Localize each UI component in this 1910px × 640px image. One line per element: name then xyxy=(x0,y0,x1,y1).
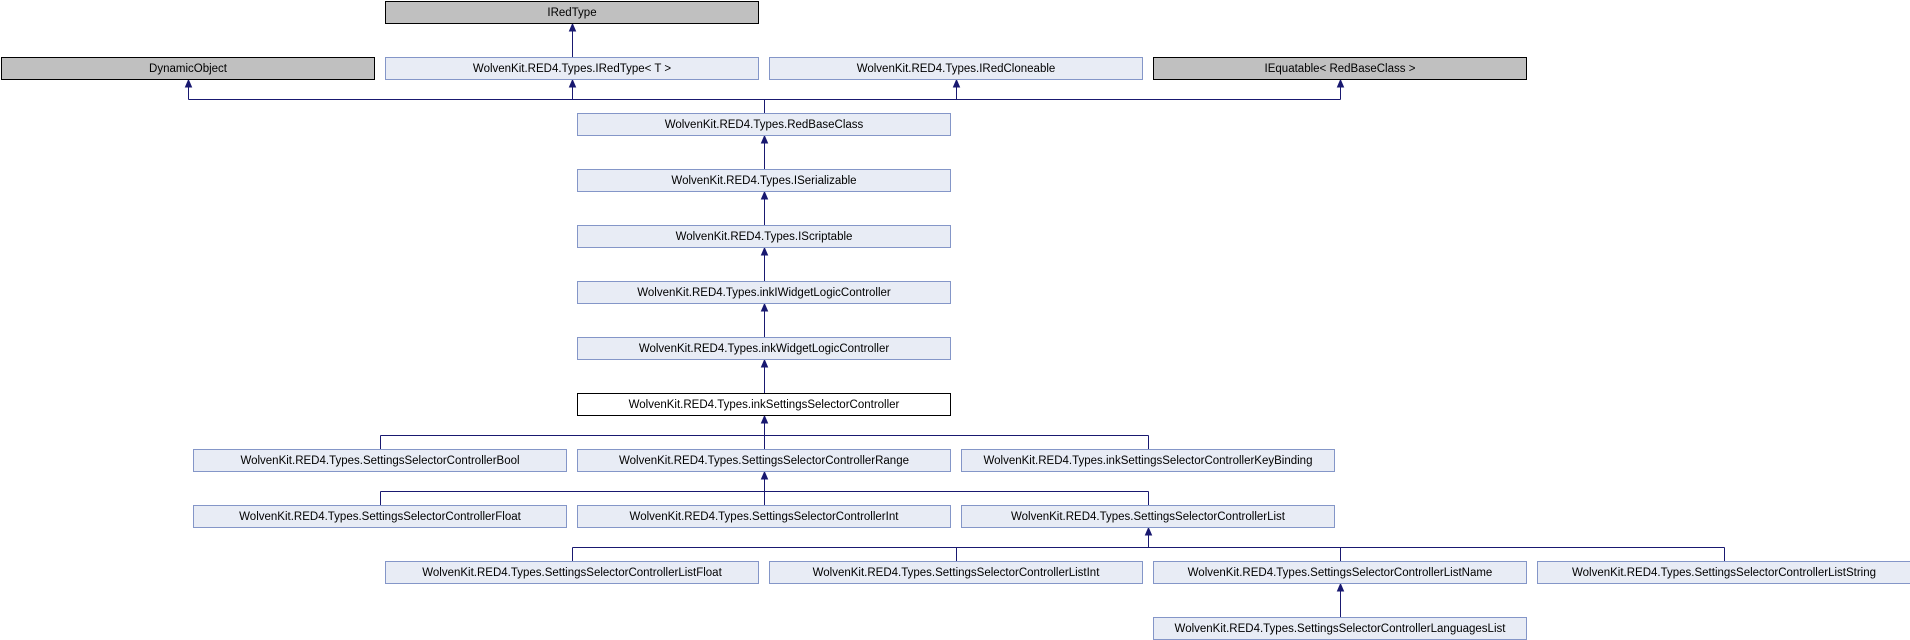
class-label: IRedType xyxy=(547,7,596,19)
class-node-ssc-range[interactable]: WolvenKit.RED4.Types.SettingsSelectorCon… xyxy=(577,449,951,472)
class-node-ssc-liststring[interactable]: WolvenKit.RED4.Types.SettingsSelectorCon… xyxy=(1537,561,1910,584)
class-node-dynamicobject: DynamicObject xyxy=(1,57,375,80)
class-label: WolvenKit.RED4.Types.inkSettingsSelector… xyxy=(629,399,900,411)
class-label: WolvenKit.RED4.Types.SettingsSelectorCon… xyxy=(240,455,519,467)
inheritance-arrowhead xyxy=(760,470,769,480)
class-node-ssc-languageslist[interactable]: WolvenKit.RED4.Types.SettingsSelectorCon… xyxy=(1153,617,1527,640)
class-node-ssc-listint[interactable]: WolvenKit.RED4.Types.SettingsSelectorCon… xyxy=(769,561,1143,584)
class-node-inksettingsselector: WolvenKit.RED4.Types.inkSettingsSelector… xyxy=(577,393,951,416)
class-box xyxy=(193,505,567,528)
class-label: WolvenKit.RED4.Types.SettingsSelectorCon… xyxy=(422,567,722,579)
class-box xyxy=(385,561,759,584)
class-box xyxy=(577,393,951,416)
class-box xyxy=(1537,561,1910,584)
class-node-redbaseclass[interactable]: WolvenKit.RED4.Types.RedBaseClass xyxy=(577,113,951,136)
inheritance-arrowhead xyxy=(952,78,961,88)
edges-layer xyxy=(184,22,1725,617)
class-box xyxy=(577,281,951,304)
inheritance-arrowhead xyxy=(760,358,769,368)
class-node-ssc-float[interactable]: WolvenKit.RED4.Types.SettingsSelectorCon… xyxy=(193,505,567,528)
class-label: WolvenKit.RED4.Types.RedBaseClass xyxy=(665,119,864,131)
inheritance-arrowhead xyxy=(760,246,769,256)
class-node-ssc-int[interactable]: WolvenKit.RED4.Types.SettingsSelectorCon… xyxy=(577,505,951,528)
inheritance-arrowhead xyxy=(1144,526,1153,536)
class-node-iscriptable[interactable]: WolvenKit.RED4.Types.IScriptable xyxy=(577,225,951,248)
class-box xyxy=(1153,561,1527,584)
class-label: WolvenKit.RED4.Types.SettingsSelectorCon… xyxy=(239,511,521,523)
class-node-ssc-list[interactable]: WolvenKit.RED4.Types.SettingsSelectorCon… xyxy=(961,505,1335,528)
class-node-iequatable: IEquatable< RedBaseClass > xyxy=(1153,57,1527,80)
inheritance-arrowhead xyxy=(760,414,769,424)
class-box xyxy=(1153,57,1527,80)
class-box xyxy=(577,337,951,360)
inheritance-arrowhead xyxy=(760,134,769,144)
class-node-ssc-listfloat[interactable]: WolvenKit.RED4.Types.SettingsSelectorCon… xyxy=(385,561,759,584)
class-box xyxy=(1,57,375,80)
inheritance-arrowhead xyxy=(568,22,577,32)
class-label: WolvenKit.RED4.Types.SettingsSelectorCon… xyxy=(619,455,909,467)
class-node-iredcloneable[interactable]: WolvenKit.RED4.Types.IRedCloneable xyxy=(769,57,1143,80)
inheritance-arrowhead xyxy=(760,302,769,312)
inheritance-arrowhead xyxy=(568,78,577,88)
class-label: IEquatable< RedBaseClass > xyxy=(1265,63,1416,75)
class-box xyxy=(577,113,951,136)
class-node-inkiwidgetlogic[interactable]: WolvenKit.RED4.Types.inkIWidgetLogicCont… xyxy=(577,281,951,304)
class-box xyxy=(193,449,567,472)
inheritance-arrowhead xyxy=(1336,582,1345,592)
class-label: WolvenKit.RED4.Types.SettingsSelectorCon… xyxy=(1011,511,1286,523)
class-box xyxy=(961,505,1335,528)
class-node-iredtype-t[interactable]: WolvenKit.RED4.Types.IRedType< T > xyxy=(385,57,759,80)
class-label: WolvenKit.RED4.Types.inkIWidgetLogicCont… xyxy=(637,287,891,299)
class-box xyxy=(577,449,951,472)
class-box xyxy=(769,57,1143,80)
class-node-ssc-bool[interactable]: WolvenKit.RED4.Types.SettingsSelectorCon… xyxy=(193,449,567,472)
class-label: WolvenKit.RED4.Types.SettingsSelectorCon… xyxy=(1188,567,1493,579)
class-box xyxy=(577,169,951,192)
class-box xyxy=(961,449,1335,472)
class-box xyxy=(577,225,951,248)
class-box xyxy=(385,57,759,80)
class-label: WolvenKit.RED4.Types.ISerializable xyxy=(671,175,856,187)
class-label: WolvenKit.RED4.Types.IScriptable xyxy=(676,231,853,243)
class-label: WolvenKit.RED4.Types.IRedType< T > xyxy=(473,63,671,75)
class-label: WolvenKit.RED4.Types.SettingsSelectorCon… xyxy=(630,511,900,523)
inheritance-arrowhead xyxy=(1336,78,1345,88)
class-label: WolvenKit.RED4.Types.SettingsSelectorCon… xyxy=(1572,567,1876,579)
inheritance-arrowhead xyxy=(184,78,193,88)
class-label: DynamicObject xyxy=(149,63,228,75)
class-box xyxy=(769,561,1143,584)
class-box xyxy=(577,505,951,528)
class-node-inkwidgetlogic[interactable]: WolvenKit.RED4.Types.inkWidgetLogicContr… xyxy=(577,337,951,360)
class-label: WolvenKit.RED4.Types.IRedCloneable xyxy=(857,63,1056,75)
class-label: WolvenKit.RED4.Types.inkWidgetLogicContr… xyxy=(639,343,890,355)
class-label: WolvenKit.RED4.Types.inkSettingsSelector… xyxy=(984,455,1313,467)
inheritance-arrowhead xyxy=(760,190,769,200)
class-label: WolvenKit.RED4.Types.SettingsSelectorCon… xyxy=(813,567,1101,579)
class-node-ssc-listname[interactable]: WolvenKit.RED4.Types.SettingsSelectorCon… xyxy=(1153,561,1527,584)
class-label: WolvenKit.RED4.Types.SettingsSelectorCon… xyxy=(1175,623,1507,635)
class-node-ssc-keybinding[interactable]: WolvenKit.RED4.Types.inkSettingsSelector… xyxy=(961,449,1335,472)
class-node-iserializable[interactable]: WolvenKit.RED4.Types.ISerializable xyxy=(577,169,951,192)
class-box xyxy=(385,1,759,24)
class-node-iredtype: IRedType xyxy=(385,1,759,24)
